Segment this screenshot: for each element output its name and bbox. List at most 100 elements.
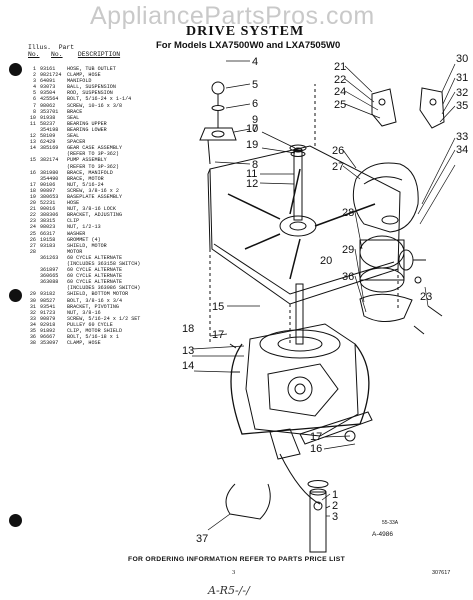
bottom-motor-shield: [359, 293, 413, 322]
manifold-rod: [207, 139, 211, 165]
part-description: SEAL: [67, 133, 80, 140]
callout-8: 8: [252, 159, 258, 171]
part-description: BRACKET, ADJUSTING: [67, 212, 123, 219]
illus-number: 23: [29, 218, 36, 225]
part-number: 93541: [40, 303, 56, 310]
part-number: 9821724: [40, 72, 62, 79]
parts-row: (REFER TO 3P-362): [26, 164, 158, 170]
part-description: BEARING LOWER: [67, 126, 107, 133]
callout-33: 33: [456, 131, 468, 143]
illus-number: 30: [29, 297, 36, 304]
callout-18: 18: [182, 323, 194, 335]
part-description: BRACE: [67, 108, 83, 115]
part-description: BRACE, MOTOR: [67, 175, 104, 182]
callout-7: 7: [252, 123, 258, 135]
part-number: 58237: [40, 120, 56, 127]
illus-number: 17: [29, 181, 36, 188]
part-description: MANIFOLD: [67, 78, 92, 85]
part-number: 93183: [40, 242, 56, 249]
part-number: 363088: [40, 279, 59, 286]
brace: [199, 127, 237, 141]
part-description: (INCLUDES 363086 SWITCH): [67, 285, 141, 292]
part-description: CLIP, MOTOR SHIELD: [67, 328, 123, 335]
callout-12: 12: [246, 178, 258, 190]
illus-number: 2: [32, 72, 36, 79]
illus-number: 38: [29, 340, 36, 347]
illus-number: 31: [29, 303, 36, 310]
part-description: HOSE: [67, 200, 80, 207]
header-no2: No.: [51, 51, 63, 59]
callout-36: 36: [342, 271, 354, 283]
manifold: [309, 491, 327, 553]
part-number: 353701: [40, 108, 59, 115]
illus-number: 33: [29, 315, 36, 322]
part-number: 388306: [40, 212, 59, 219]
part-description: NUT, 5/16-24: [67, 181, 104, 188]
header-illus: Illus.: [28, 44, 52, 51]
part-number: 360665: [40, 273, 59, 280]
callout-24: 24: [334, 86, 346, 98]
part-number: 90106: [40, 181, 56, 188]
callout-25: 25: [334, 99, 346, 111]
header-part: Part: [58, 44, 75, 51]
callout-26: 26: [332, 145, 344, 157]
illus-number: 7: [32, 102, 36, 109]
diagram-tag-top: 55-33A: [382, 520, 399, 526]
part-number: 90016: [40, 206, 56, 213]
part-number: 361897: [40, 267, 59, 274]
suspension-cup: [211, 105, 225, 111]
part-number: 381980: [40, 169, 59, 176]
callout-1: 1: [332, 489, 338, 501]
motor-shield: [352, 162, 419, 233]
part-number: 98062: [40, 102, 56, 109]
part-description: BALL, SUSPENSION: [67, 84, 116, 91]
illus-number: 35: [29, 328, 36, 335]
illus-number: 27: [29, 242, 36, 249]
callout-15: 15: [212, 301, 224, 313]
callout-32: 32: [456, 87, 468, 99]
callout-35: 35: [456, 100, 468, 112]
part-description: WASHER: [67, 230, 86, 237]
illus-number: 3: [32, 78, 36, 85]
diagram-tag: A-4986: [372, 531, 393, 538]
part-description: ROD, SUSPENSION: [67, 90, 113, 97]
part-description: (INCLUDES 363158 SWITCH): [67, 261, 141, 267]
part-number: 38315: [40, 218, 56, 225]
part-description: BRACKET, PIVOTING: [67, 303, 119, 310]
part-number: 98023: [40, 224, 56, 231]
part-description: CLIP: [67, 218, 80, 225]
illus-number: 21: [29, 206, 36, 213]
callout-13: 13: [182, 345, 194, 357]
part-number: 380653: [40, 193, 59, 200]
illus-number: 11: [29, 120, 36, 127]
callout-34: 34: [456, 144, 468, 156]
callout-28: 28: [342, 207, 354, 219]
gear-case: [245, 323, 359, 437]
callout-21: 21: [334, 61, 346, 73]
part-number: 52231: [40, 200, 56, 207]
illus-number: 28: [29, 248, 36, 255]
illus-number: 15: [29, 157, 36, 164]
callout-22: 22: [334, 74, 346, 86]
part-description: PULLEY 60 CYCLE: [67, 321, 113, 328]
part-description: BOLT, 5/16-18 x 1: [67, 334, 119, 341]
part-number: 66317: [40, 230, 56, 237]
part-description: 60 CYCLE ALTERNATE: [67, 273, 123, 280]
parts-row: (INCLUDES 363086 SWITCH): [26, 285, 158, 291]
part-number: 64091: [40, 78, 56, 85]
handwritten-note: A-R5-/-/: [208, 584, 250, 597]
callout-29: 29: [342, 244, 354, 256]
